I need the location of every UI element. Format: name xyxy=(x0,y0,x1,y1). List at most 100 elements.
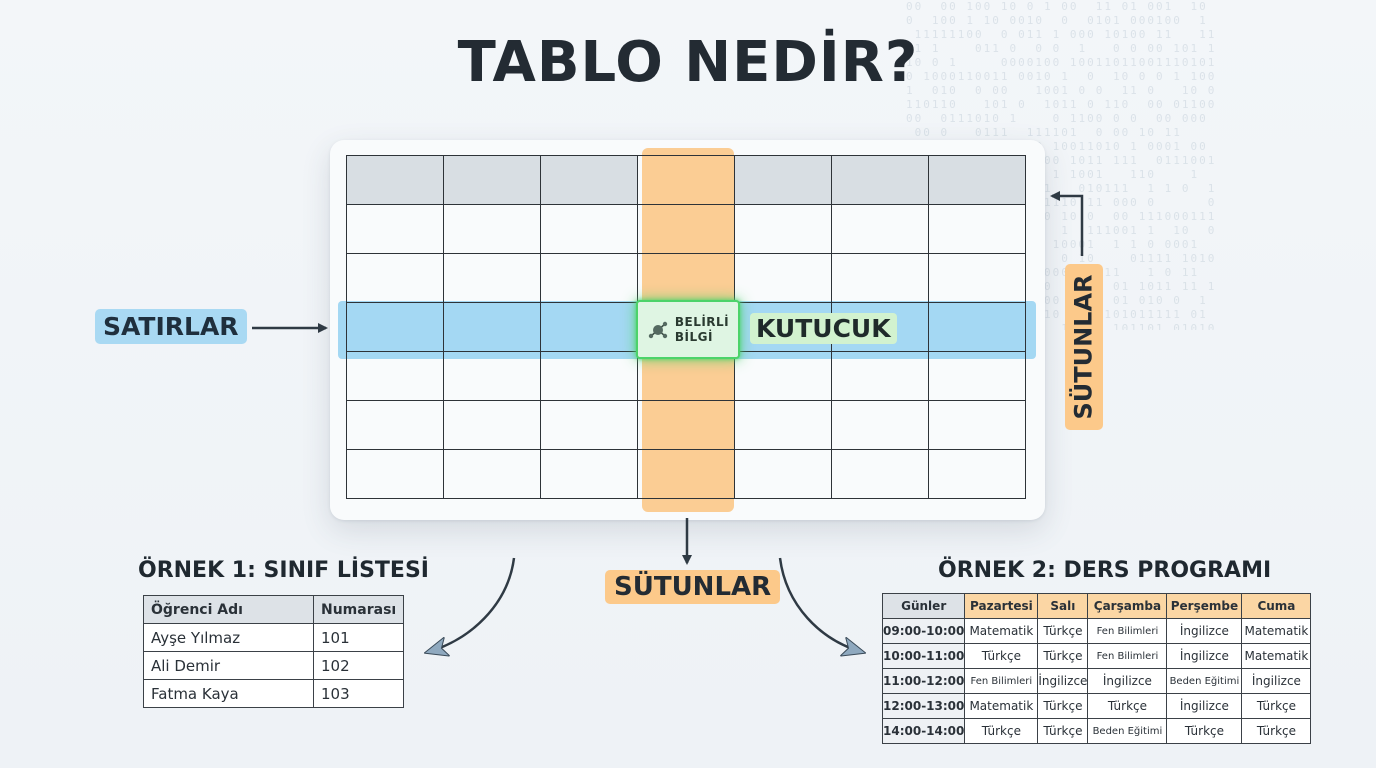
schedule-header-cell: Perşembe xyxy=(1166,593,1243,619)
schedule-header-cell: Çarşamba xyxy=(1087,593,1168,619)
table-cell: Fen Bilimleri xyxy=(1087,618,1168,644)
grid-cell xyxy=(734,400,832,450)
table-cell: Fatma Kaya xyxy=(143,679,314,708)
table-cell: İngilizce xyxy=(1241,668,1312,694)
grid-cell xyxy=(443,253,541,303)
grid-cell xyxy=(443,155,541,205)
rows-label: SATIRLAR xyxy=(95,309,247,344)
table-cell: Türkçe xyxy=(1037,618,1089,644)
grid-cell xyxy=(734,351,832,401)
columns-side-arrow xyxy=(1050,191,1084,256)
table-cell: Türkçe xyxy=(1087,693,1168,719)
grid-cell xyxy=(637,155,735,205)
grid-cell xyxy=(831,449,929,499)
grid-cell xyxy=(346,155,444,205)
grid-row xyxy=(346,155,1026,205)
table-cell: İngilizce xyxy=(1166,693,1243,719)
table-cell: Matematik xyxy=(1241,618,1312,644)
columns-label-bottom: SÜTUNLAR xyxy=(605,570,781,604)
grid-cell xyxy=(734,204,832,254)
page-title: TABLO NEDİR? xyxy=(457,30,919,95)
grid-row xyxy=(346,400,1026,450)
grid-cell xyxy=(540,204,638,254)
schedule-header-cell: Salı xyxy=(1037,593,1089,619)
class-table-header-cell: Numarası xyxy=(312,595,405,624)
table-cell: Türkçe xyxy=(1037,718,1089,744)
highlighted-cell: BELİRLİ BİLGİ xyxy=(636,300,740,359)
table-cell: 14:00-14:00 xyxy=(881,718,966,744)
table-cell: Beden Eğitimi xyxy=(1087,718,1168,744)
table-cell: 10:00-11:00 xyxy=(881,643,966,669)
columns-label-side: SÜTUNLAR xyxy=(1065,264,1103,430)
cell-content-line2: BİLGİ xyxy=(674,329,713,344)
grid-cell xyxy=(637,204,735,254)
table-cell: Türkçe xyxy=(964,643,1039,669)
grid-cell xyxy=(346,253,444,303)
grid-cell xyxy=(928,155,1026,205)
table-cell: Fen Bilimleri xyxy=(1087,643,1168,669)
table-cell: İngilizce xyxy=(1166,618,1243,644)
table-cell: Türkçe xyxy=(1241,693,1312,719)
grid-cell xyxy=(540,449,638,499)
example2-title: ÖRNEK 2: DERS PROGRAMI xyxy=(938,558,1272,583)
table-cell: 11:00-12:00 xyxy=(881,668,966,694)
table-cell: Türkçe xyxy=(1037,643,1089,669)
grid-row xyxy=(346,449,1026,499)
grid-row xyxy=(346,351,1026,401)
grid-cell xyxy=(443,449,541,499)
grid-cell xyxy=(443,400,541,450)
table-cell: Türkçe xyxy=(1037,693,1089,719)
grid-cell xyxy=(540,155,638,205)
schedule-header-cell: Pazartesi xyxy=(964,593,1039,619)
table-cell: 12:00-13:00 xyxy=(881,693,966,719)
grid-cell xyxy=(831,253,929,303)
table-cell: 09:00-10:00 xyxy=(881,618,966,644)
example1-title: ÖRNEK 1: SINIF LİSTESİ xyxy=(138,558,429,583)
table-cell: Ayşe Yılmaz xyxy=(143,623,314,652)
grid-cell xyxy=(928,302,1026,352)
table-cell: 101 xyxy=(312,623,405,652)
table-cell: Beden Eğitimi xyxy=(1166,668,1243,694)
grid-cell xyxy=(540,400,638,450)
table-cell: Türkçe xyxy=(964,718,1039,744)
table-cell: Türkçe xyxy=(1166,718,1243,744)
cell-label: KUTUCUK xyxy=(750,313,897,344)
grid-cell xyxy=(346,449,444,499)
schedule-header-cell: Günler xyxy=(881,593,966,619)
grid-cell xyxy=(831,155,929,205)
table-cell: İngilizce xyxy=(1166,643,1243,669)
grid-cell xyxy=(928,449,1026,499)
table-cell: Fen Bilimleri xyxy=(964,668,1039,694)
grid-cell xyxy=(346,400,444,450)
cell-content-line1: BELİRLİ xyxy=(674,314,730,329)
table-cell: İngilizce xyxy=(1037,668,1089,694)
grid-cell xyxy=(831,351,929,401)
network-nodes-icon xyxy=(648,321,668,338)
grid-cell xyxy=(928,400,1026,450)
table-cell: İngilizce xyxy=(1087,668,1168,694)
schedule-header-cell: Cuma xyxy=(1241,593,1312,619)
class-table-header-cell: Öğrenci Adı xyxy=(143,595,314,624)
table-cell: Ali Demir xyxy=(143,651,314,680)
example1-arrow xyxy=(428,557,516,652)
table-cell: Matematik xyxy=(964,618,1039,644)
table-cell: 102 xyxy=(312,651,405,680)
grid-cell xyxy=(637,449,735,499)
grid-cell xyxy=(734,155,832,205)
grid-cell xyxy=(637,253,735,303)
table-cell: 103 xyxy=(312,679,405,708)
grid-cell xyxy=(637,400,735,450)
cell-content-text: BELİRLİ BİLGİ xyxy=(675,315,729,345)
